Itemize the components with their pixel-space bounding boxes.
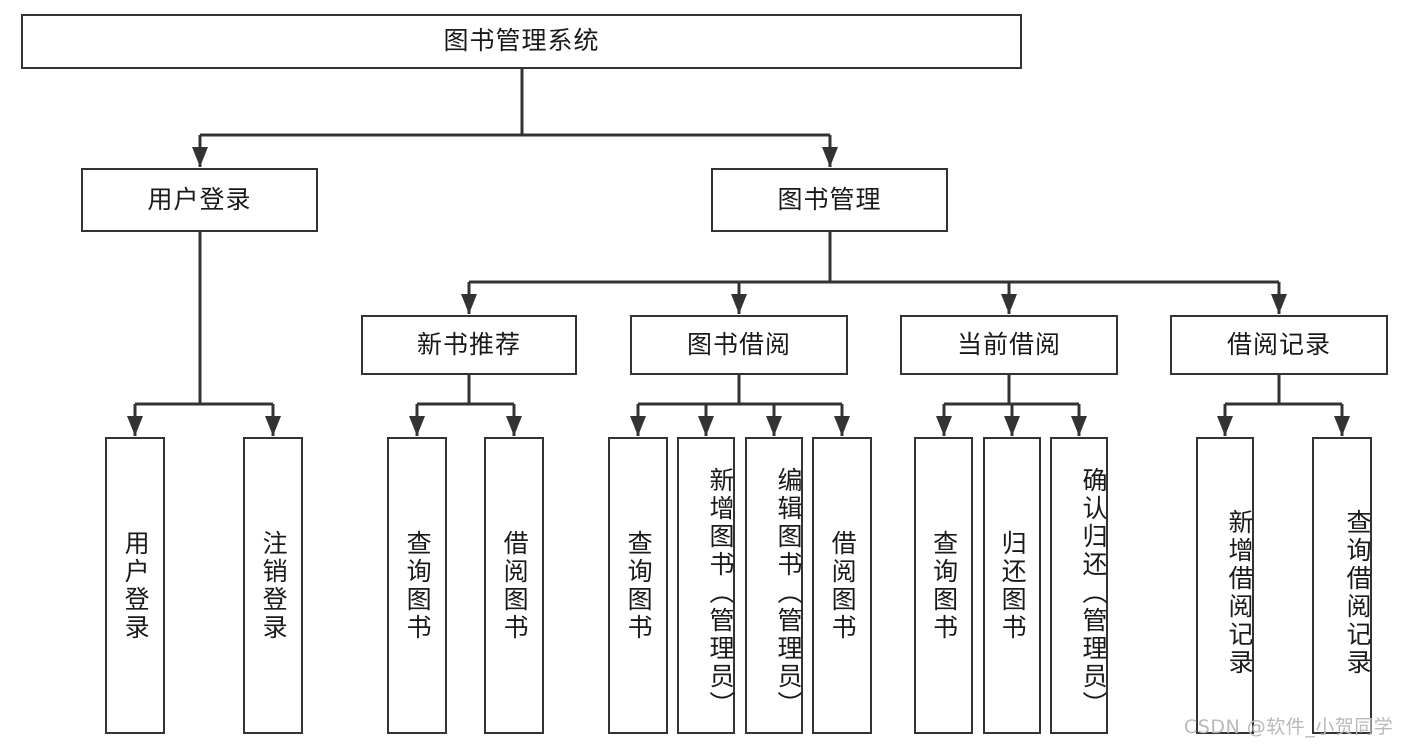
edge-arrowhead [1001, 294, 1017, 314]
node-leaf-nb-borrow[interactable]: 借阅图书 [484, 437, 544, 734]
node-label: 编辑图书（管理员） [774, 466, 803, 719]
edge-arrowhead [630, 416, 646, 436]
node-label: 当前借阅 [956, 329, 1061, 359]
node-label: 查询借阅记录 [1343, 508, 1372, 677]
node-label: 借阅图书 [500, 529, 530, 642]
node-current[interactable]: 当前借阅 [900, 315, 1118, 375]
node-label: 查询图书 [624, 529, 654, 642]
edge-arrowhead [698, 416, 714, 436]
node-label: 新书推荐 [416, 329, 521, 359]
node-borrow[interactable]: 图书借阅 [630, 315, 848, 375]
edge-arrowhead [461, 294, 477, 314]
node-label: 用户登录 [121, 529, 151, 642]
node-leaf-rc-query[interactable]: 查询借阅记录 [1312, 437, 1372, 734]
node-leaf-cu-confirm[interactable]: 确认归还（管理员） [1050, 437, 1108, 734]
edge-arrowhead [1334, 416, 1350, 436]
node-label: 新增借阅记录 [1225, 508, 1254, 677]
node-leaf-bw-query[interactable]: 查询图书 [608, 437, 668, 734]
node-leaf-login[interactable]: 用户登录 [105, 437, 165, 734]
node-label: 图书管理系统 [443, 26, 600, 56]
csdn-watermark: CSDN @软件_小贺同学 [1184, 716, 1394, 738]
node-records[interactable]: 借阅记录 [1170, 315, 1388, 375]
edge-arrowhead [936, 416, 952, 436]
edge-arrowhead [192, 147, 208, 167]
node-label: 查询图书 [403, 529, 433, 642]
edge-arrowhead [1071, 416, 1087, 436]
node-leaf-nb-query[interactable]: 查询图书 [387, 437, 447, 734]
node-label: 用户登录 [147, 184, 252, 214]
edge-arrowhead [1004, 416, 1020, 436]
node-label: 查询图书 [929, 529, 959, 642]
node-label: 图书借阅 [686, 329, 791, 359]
edge-arrowhead [506, 416, 522, 436]
edge-arrowhead [1271, 294, 1287, 314]
node-root[interactable]: 图书管理系统 [21, 14, 1022, 69]
node-label: 注销登录 [259, 529, 289, 642]
node-label: 新增图书（管理员） [706, 466, 735, 719]
edge-arrowhead [1217, 416, 1233, 436]
node-leaf-bw-add[interactable]: 新增图书（管理员） [677, 437, 735, 734]
node-label: 借阅图书 [828, 529, 858, 642]
edge-arrowhead [766, 416, 782, 436]
node-label: 确认归还（管理员） [1079, 466, 1108, 719]
node-login[interactable]: 用户登录 [81, 168, 318, 232]
node-leaf-bw-edit[interactable]: 编辑图书（管理员） [745, 437, 803, 734]
node-label: 图书管理 [777, 184, 882, 214]
node-leaf-logout[interactable]: 注销登录 [243, 437, 303, 734]
node-bookmgmt[interactable]: 图书管理 [711, 168, 948, 232]
edge-arrowhead [127, 416, 143, 436]
node-leaf-cu-query[interactable]: 查询图书 [914, 437, 973, 734]
node-label: 借阅记录 [1226, 329, 1331, 359]
node-newbook[interactable]: 新书推荐 [361, 315, 577, 375]
edge-arrowhead [265, 416, 281, 436]
edge-arrowhead [731, 294, 747, 314]
node-leaf-cu-return[interactable]: 归还图书 [983, 437, 1041, 734]
node-leaf-rc-add[interactable]: 新增借阅记录 [1196, 437, 1254, 734]
node-label: 归还图书 [998, 529, 1028, 642]
edge-arrowhead [409, 416, 425, 436]
edge-arrowhead [834, 416, 850, 436]
node-leaf-bw-borrow[interactable]: 借阅图书 [812, 437, 872, 734]
edge-arrowhead [822, 147, 838, 167]
